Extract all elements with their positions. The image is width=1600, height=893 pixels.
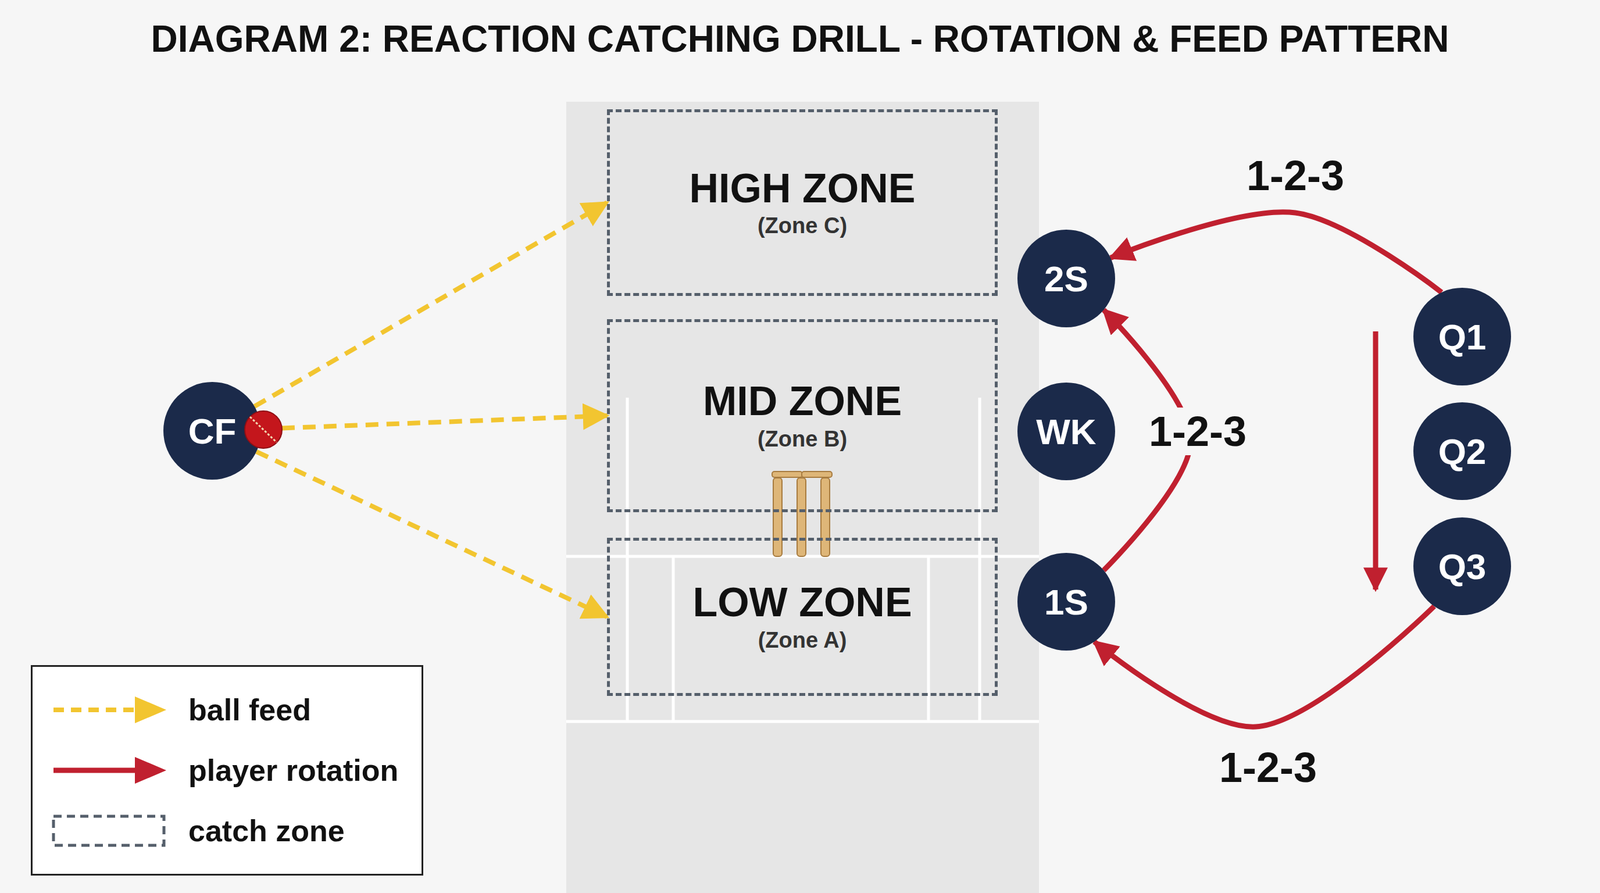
catch-zone: HIGH ZONE(Zone C) [606,109,998,296]
player-circle: CF [163,381,262,480]
node-label: Q3 [1438,545,1487,588]
legend-rotation-head [134,756,167,784]
node-label: 1S [1044,581,1089,623]
ball-seam [250,416,277,443]
player-circle-fill [1017,382,1116,481]
legend-box: ball feed player rotation catch zone [30,665,424,876]
node-label: Q2 [1438,430,1487,473]
diagram-title: DIAGRAM 2: REACTION CATCHING DRILL - ROT… [0,17,1600,61]
rotation-arrow [1094,606,1435,727]
player-circle: Q3 [1413,517,1512,616]
node-label: 2S [1044,258,1089,300]
legend-label: ball feed [188,692,312,728]
player-circle: Q2 [1413,402,1512,500]
player-circle: Q1 [1413,287,1512,386]
player-circle-fill [1017,229,1116,328]
player-circle-fill [163,381,262,480]
legend-row: ball feed [50,679,399,741]
rotation-count-label: 1-2-3 [1214,743,1322,792]
legend-row: player rotation [50,740,399,801]
player-circle-fill [1017,552,1116,651]
legend-sample [50,689,173,731]
player-circle: 2S [1017,229,1116,328]
pitch [566,101,1039,893]
ball-feed-arrow [254,202,607,407]
crease-lines [566,397,1039,722]
node-label: MID ZONE [702,377,902,425]
stumps [772,471,832,557]
legend-feed-head [134,696,167,724]
node-label: Q1 [1438,316,1487,358]
rotation-count-label: 1-2-3 [1144,407,1252,456]
legend-row: catch zone [50,800,399,862]
legend-zone-box [53,816,164,846]
node-label: HIGH ZONE [689,165,916,213]
player-circle: WK [1017,382,1116,481]
node-label: LOW ZONE [692,579,912,627]
queue-rotation-arrow [1373,331,1379,590]
ball-feed-arrow [256,451,607,617]
node-label: CF [188,410,237,452]
legend-label: player rotation [188,752,399,788]
node-sublabel: (Zone C) [757,211,848,241]
legend-feed-line [53,707,138,713]
rotation-count-label: 1-2-3 [1241,151,1349,200]
legend-label: catch zone [188,813,345,849]
rotation-arrow [1110,212,1442,293]
player-circle-fill [1413,402,1512,500]
legend-rotation-line [53,768,138,774]
player-circle-fill [1413,517,1512,616]
legend-sample [50,810,173,852]
player-circle-fill [1413,287,1512,386]
catch-zone: MID ZONE(Zone B) [606,319,998,513]
player-circle: 1S [1017,552,1116,651]
node-sublabel: (Zone B) [757,425,848,454]
cricket-ball [244,411,282,449]
node-label: WK [1036,411,1096,453]
catch-zone: LOW ZONE(Zone A) [606,537,998,696]
node-sublabel: (Zone A) [758,626,848,655]
ball-feed-arrow [261,415,607,430]
legend-sample [50,750,173,791]
